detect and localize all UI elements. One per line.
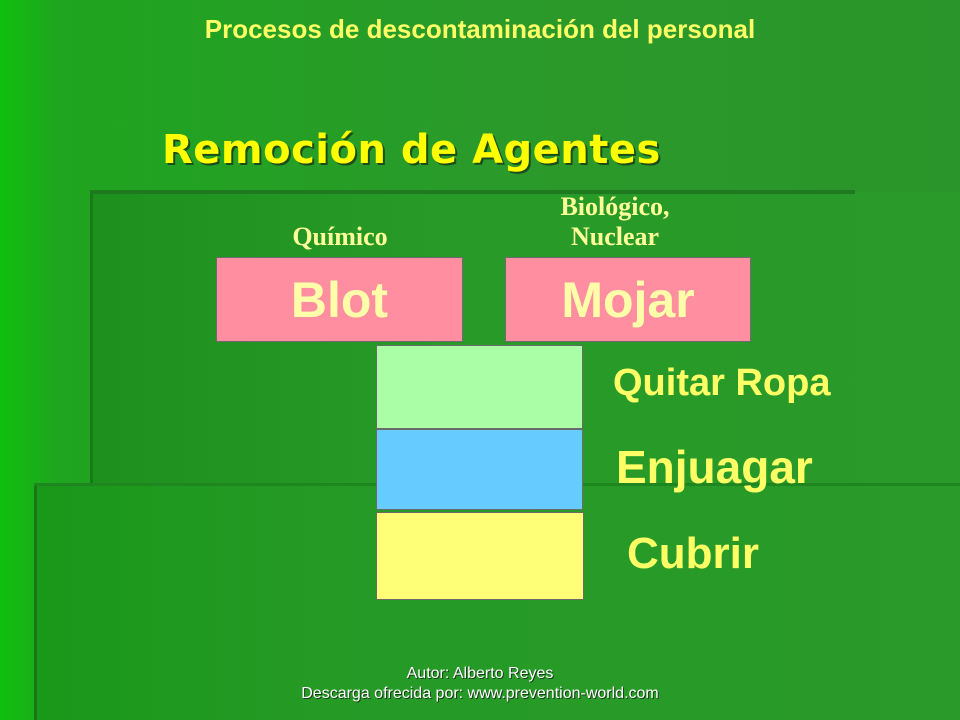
background-panel-back-edge xyxy=(90,190,855,194)
step-enjuagar: Enjuagar xyxy=(616,441,813,493)
slide-title: Procesos de descontaminación del persona… xyxy=(204,14,756,44)
mojar-box-label: Mojar xyxy=(561,271,695,328)
label-biologico-nuclear: Biológico, Nuclear xyxy=(560,192,670,251)
footer-download-link[interactable]: Descarga ofrecida por: www.prevention-wo… xyxy=(301,685,659,702)
mojar-box: Mojar xyxy=(505,257,751,342)
step-cubrir: Cubrir xyxy=(627,529,759,578)
blot-box: Blot xyxy=(216,257,463,342)
step-quitar-ropa: Quitar Ropa xyxy=(613,362,831,404)
enjuagar-color-box xyxy=(376,429,583,510)
cubrir-color-box xyxy=(376,512,584,600)
quitar-ropa-color-box xyxy=(376,345,583,429)
footer-author: Autor: Alberto Reyes xyxy=(406,665,554,682)
slide-subtitle: Remoción de Agentes xyxy=(162,127,661,173)
footer: Autor: Alberto Reyes Descarga ofrecida p… xyxy=(0,664,960,704)
label-quimico: Químico xyxy=(292,222,388,251)
blot-box-label: Blot xyxy=(290,271,389,328)
